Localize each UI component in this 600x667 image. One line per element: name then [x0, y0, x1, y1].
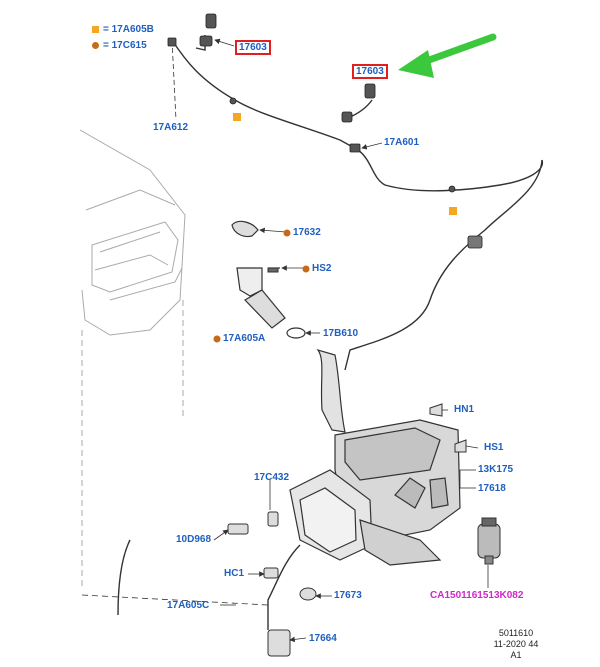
washer-hose-upper — [171, 35, 543, 371]
footer-line-2: 11-2020 44 — [493, 639, 539, 649]
square-marker-icon — [92, 25, 99, 33]
green-arrow-icon — [398, 33, 497, 78]
diagram-footer: 5011610 11-2020 44 A1 — [486, 628, 546, 661]
part-label-CA1501161513K082[interactable]: CA1501161513K082 — [430, 590, 524, 601]
part-label-17632[interactable]: 17632 — [293, 227, 321, 238]
part-label-17603-right[interactable]: 17603 — [352, 64, 388, 79]
square-markers — [233, 113, 457, 215]
footer-line-3: A1 — [510, 650, 522, 660]
part-label-17664[interactable]: 17664 — [309, 633, 337, 644]
part-label-HC1[interactable]: HC1 — [224, 568, 245, 579]
lower-hose — [81, 539, 301, 630]
filler-neck-assembly — [231, 220, 346, 433]
vehicle-body-outline — [79, 129, 186, 590]
part-label-10D968[interactable]: 10D968 — [176, 534, 212, 545]
legend-square: = 17A605B — [92, 24, 154, 35]
legend-circle: = 17C615 — [92, 40, 147, 51]
washer-pump — [477, 517, 501, 565]
part-label-17B610[interactable]: 17B610 — [323, 328, 359, 339]
part-label-17603-top[interactable]: 17603 — [235, 40, 271, 55]
part-label-HN1[interactable]: HN1 — [454, 404, 475, 415]
circle-marker-icon — [92, 41, 99, 49]
part-label-17673[interactable]: 17673 — [334, 590, 362, 601]
small-parts — [227, 267, 467, 657]
hose-connectors — [167, 13, 483, 249]
washer-reservoir — [289, 419, 461, 566]
leader-lines — [213, 38, 489, 643]
legend-circle-text: = 17C615 — [103, 40, 147, 51]
part-label-HS2[interactable]: HS2 — [312, 263, 332, 274]
part-label-17A605A[interactable]: 17A605A — [223, 333, 266, 344]
part-label-13K175[interactable]: 13K175 — [478, 464, 514, 475]
part-label-17A601[interactable]: 17A601 — [384, 137, 420, 148]
circle-markers — [213, 229, 310, 343]
part-label-17A605C[interactable]: 17A605C — [167, 600, 210, 611]
footer-line-1: 5011610 — [498, 628, 534, 638]
part-label-HS1[interactable]: HS1 — [484, 442, 504, 453]
part-label-17A612[interactable]: 17A612 — [153, 122, 189, 133]
part-label-17C432[interactable]: 17C432 — [254, 472, 290, 483]
legend-square-text: = 17A605B — [103, 24, 154, 35]
part-label-17618[interactable]: 17618 — [478, 483, 506, 494]
